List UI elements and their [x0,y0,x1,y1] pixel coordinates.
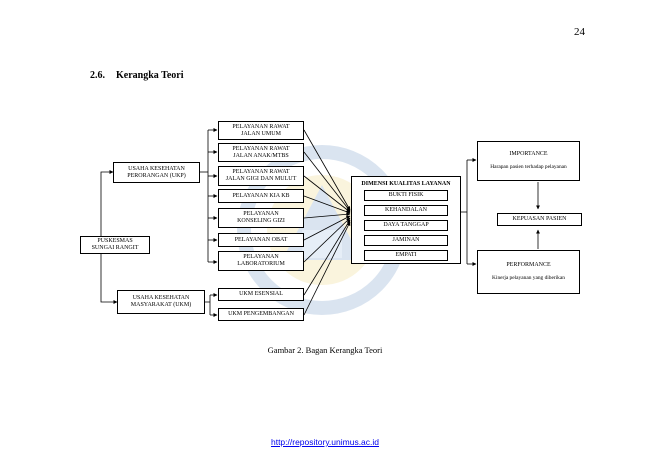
dimension-box: BUKTI FISIK [364,190,448,201]
dimension-box: JAMINAN [364,235,448,246]
ukm-service-box: UKM ESENSIAL [218,288,304,301]
performance-title: PERFORMANCE [506,262,551,268]
ukp-service-box: PELAYANAN RAWAT JALAN ANAK/MTBS [218,143,304,162]
ukp-service-box: PELAYANAN KONSELING GIZI [218,208,304,228]
dimension-box: DAYA TANGGAP [364,220,448,231]
ukm-box: USAHA KESEHATAN MASYARAKAT (UKM) [117,290,205,314]
ukm-service-box: UKM PENGEMBANGAN [218,308,304,321]
section-number: 2.6. [90,70,105,81]
ukp-service-box: PELAYANAN RAWAT JALAN GIGI DAN MULUT [218,166,304,186]
section-heading: 2.6. Kerangka Teori [90,70,184,81]
ukp-box: USAHA KESEHATAN PERORANGAN (UKP) [113,162,200,183]
repository-link[interactable]: http://repository.unimus.ac.id [270,437,380,447]
performance-box: PERFORMANCE Kinerja pelayanan yang diber… [477,250,580,294]
dimension-title: DIMENSI KUALITAS LAYANAN [361,181,451,187]
ukp-service-box: PELAYANAN OBAT [218,233,304,247]
dimension-box: KEHANDALAN [364,205,448,216]
section-title: Kerangka Teori [116,70,184,81]
dimension-box: EMPATI [364,250,448,261]
ukp-service-box: PELAYANAN LABORATORIUM [218,251,304,271]
importance-desc: Harapan pasien terhadap pelayanan [490,164,567,170]
figure-caption: Gambar 2. Bagan Kerangka Teori [267,345,383,355]
page-number: 24 [574,26,585,38]
ukp-service-box: PELAYANAN RAWAT JALAN UMUM [218,121,304,140]
satisfaction-box: KEPUASAN PASIEN [497,213,582,226]
importance-box: IMPORTANCE Harapan pasien terhadap pelay… [477,141,580,181]
importance-title: IMPORTANCE [509,151,548,157]
puskesmas-box: PUSKESMAS SUNGAI RANGIT [80,236,150,254]
ukp-service-box: PELAYANAN KIA KB [218,189,304,203]
performance-desc: Kinerja pelayanan yang diberikan [492,275,565,281]
